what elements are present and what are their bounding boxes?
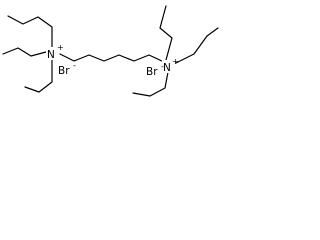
nitrogen-right-charge: + (172, 57, 179, 66)
right-butyl-chain-lower (132, 71, 169, 97)
hexamethylene-linker (59, 53, 165, 63)
nitrogen-right-label: N (163, 62, 171, 74)
left-butyl-chain-lower (24, 59, 53, 93)
bromide-left-charge: - (73, 61, 76, 70)
left-butyl-chain-upper (7, 15, 53, 48)
chemical-structure: N + N + Br - Br - (2, 5, 219, 97)
nitrogen-left-label: N (47, 49, 55, 61)
right-butyl-chain-right (175, 27, 219, 64)
nitrogen-left-charge: + (57, 43, 64, 52)
bromide-left-label: Br (58, 65, 70, 77)
right-butyl-chain-upper (159, 5, 173, 61)
left-butyl-chain-middle (2, 47, 47, 57)
bromide-right-charge: - (161, 62, 164, 71)
bromide-right-label: Br (146, 66, 158, 78)
